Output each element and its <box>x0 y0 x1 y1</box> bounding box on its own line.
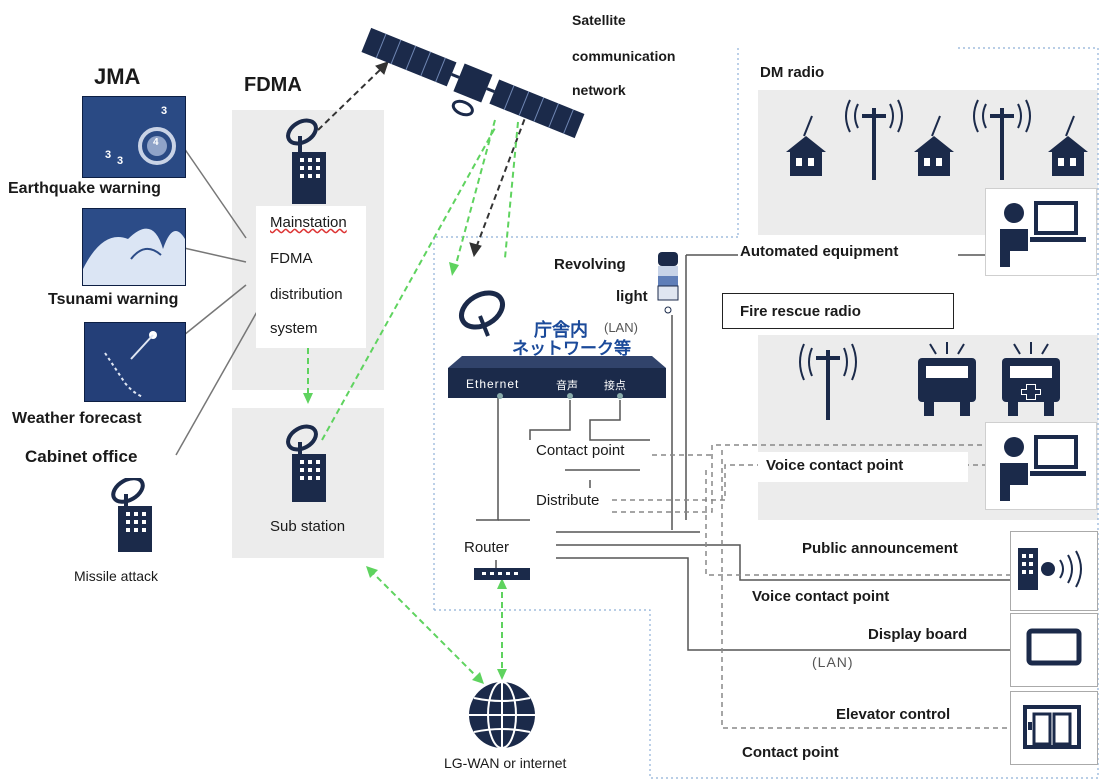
main-station-icon <box>286 118 336 206</box>
jma-label: JMA <box>94 64 141 89</box>
fire-rescue-radio-label: Fire rescue radio <box>740 303 861 320</box>
globe-icon <box>460 680 544 750</box>
ethernet-hub <box>448 356 666 406</box>
sub-station-icon <box>286 424 336 504</box>
tsunami-warning-label: Tsunami warning <box>48 291 179 308</box>
port-ethernet: Ethernet <box>466 377 520 391</box>
display-board-label: Display board <box>868 626 968 643</box>
automated-equipment-label: Automated equipment <box>740 243 899 260</box>
earthquake-warning-label: Earthquake warning <box>8 180 161 197</box>
tsunami-image <box>82 208 186 286</box>
revolving-light-icon <box>656 250 680 316</box>
weather-map-image <box>84 322 186 402</box>
contact-point-label-right: Contact point <box>742 744 839 761</box>
satellite-line2: communication <box>572 48 676 64</box>
missile-attack-label: Missile attack <box>74 568 159 584</box>
earthquake-map-image: 3 3 3 4 <box>82 96 186 178</box>
fire-rescue-radio-box <box>722 293 954 329</box>
elevator-control-label: Elevator control <box>836 706 951 723</box>
weather-forecast-label: Weather forecast <box>12 410 142 427</box>
port-contact: 接点 <box>604 380 626 392</box>
fdma-label: FDMA <box>244 74 302 96</box>
operator-terminal-icon-2 <box>985 422 1097 510</box>
main-station-line4: system <box>270 320 318 337</box>
dm-radio-label: DM radio <box>760 64 825 81</box>
distribute-label: Distribute <box>536 492 600 509</box>
fire-rescue-illustration <box>780 340 1070 422</box>
display-board-frame <box>1010 613 1098 687</box>
voice-contact-box-1 <box>758 452 968 482</box>
satellite-icon <box>352 18 592 148</box>
contact-point-label: Contact point <box>536 442 625 459</box>
main-station-line3: distribution <box>270 286 343 303</box>
lan-jp-label-2: ネットワーク等 <box>512 339 631 358</box>
automated-equipment-box <box>738 237 958 267</box>
operator-terminal-icon-1 <box>985 188 1097 276</box>
elevator-icon <box>1022 704 1082 750</box>
main-station-line1: Mainstation <box>270 214 347 231</box>
lan-jp-label-1: 庁舎内 <box>534 320 588 340</box>
dm-radio-illustration <box>782 92 1092 184</box>
main-station-line2: FDMA <box>270 250 313 267</box>
revolving-light-label-1: Revolving <box>554 256 626 273</box>
voice-contact-point-label-2: Voice contact point <box>752 588 890 605</box>
lan-tag: (LAN) <box>604 320 638 335</box>
speaker-icon <box>1016 546 1088 592</box>
satellite-line1: Satellite <box>572 12 626 28</box>
display-lan-label: (LAN) <box>812 654 854 670</box>
display-board-icon <box>1026 628 1082 670</box>
router-label: Router <box>464 539 510 556</box>
main-station-box <box>256 206 366 348</box>
lgwan-label: LG-WAN or internet <box>444 755 567 771</box>
voice-contact-point-label-1: Voice contact point <box>766 457 904 474</box>
satellite-line3: network <box>572 82 626 98</box>
revolving-light-label-2: light <box>616 288 648 305</box>
router-icon <box>474 566 530 582</box>
port-voice: 音声 <box>556 380 578 392</box>
sub-station-label: Sub station <box>270 518 346 535</box>
cabinet-office-label: Cabinet office <box>25 447 138 466</box>
missile-station-icon <box>106 478 166 554</box>
lan-dish-icon <box>458 290 518 340</box>
public-announcement-label: Public announcement <box>802 540 958 557</box>
